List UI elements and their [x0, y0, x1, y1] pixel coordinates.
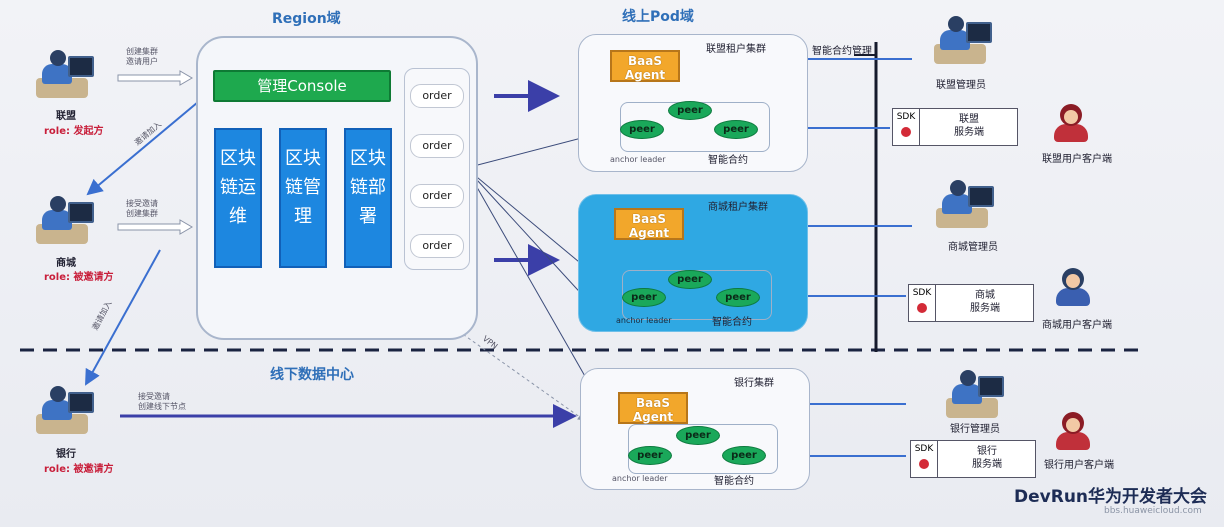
smart-contract-label: 智能合约	[708, 155, 748, 166]
order-node: order	[410, 184, 464, 208]
peer-node: peer	[714, 120, 758, 139]
contract-mgmt-label: 智能合约管理	[812, 46, 872, 57]
online-pod-title: 线上Pod域	[622, 9, 694, 25]
alliance-admin-label: 联盟管理员	[936, 80, 986, 91]
mall-person-icon	[36, 196, 96, 246]
alliance-arrow	[117, 70, 193, 86]
alliance-client-label: 联盟用户客户端	[1042, 154, 1112, 165]
peer-node: peer	[722, 446, 766, 465]
invite-bank-arrow	[85, 249, 161, 386]
alliance-sdk-box: SDK 联盟 服务端	[892, 108, 1018, 146]
bank-client-user-icon	[1054, 412, 1094, 452]
mall-role: role: 被邀请方	[44, 272, 114, 283]
alliance-role: role: 发起方	[44, 126, 104, 137]
mall-sdk-box: SDK 商城 服务端	[908, 284, 1034, 322]
watermark-text: bbs.huaweicloud.com	[1104, 506, 1202, 516]
bank-cluster-name: 银行集群	[734, 378, 774, 389]
mall-name: 商城	[56, 258, 76, 269]
peer-node: peer	[668, 101, 712, 120]
order-node: order	[410, 134, 464, 158]
bank-role: role: 被邀请方	[44, 464, 114, 475]
invite-mall-arrow	[86, 91, 211, 196]
order-node: order	[410, 84, 464, 108]
peer-node: peer	[622, 288, 666, 307]
alliance-action: 创建集群 邀请用户	[126, 47, 158, 66]
management-console[interactable]: 管理Console	[213, 70, 391, 102]
mall-client-user-icon	[1054, 268, 1094, 308]
alliance-admin-icon	[934, 16, 994, 66]
mall-action: 接受邀请 创建集群	[126, 199, 158, 218]
peer-node: peer	[620, 120, 664, 139]
bank-sdk-box: SDK 银行 服务端	[910, 440, 1036, 478]
anchor-leader-label: anchor leader	[610, 155, 666, 164]
smart-contract-label: 智能合约	[714, 476, 754, 487]
offline-dc-title: 线下数据中心	[270, 367, 354, 383]
mall-client-label: 商城用户客户端	[1042, 320, 1112, 331]
peer-node: peer	[676, 426, 720, 445]
alliance-cluster-name: 联盟租户集群	[706, 44, 766, 55]
bank-name: 银行	[56, 449, 76, 460]
anchor-leader-label: anchor leader	[616, 316, 672, 325]
mall-admin-label: 商城管理员	[948, 242, 998, 253]
mall-admin-icon	[936, 180, 996, 230]
mall-arrow	[117, 219, 193, 235]
peer-node: peer	[628, 446, 672, 465]
peer-node: peer	[716, 288, 760, 307]
blockchain-mgmt-block: 区块链管理	[279, 128, 327, 268]
region-title: Region域	[272, 11, 341, 27]
mall-cluster-name: 商城租户集群	[708, 202, 768, 213]
alliance-person-icon	[36, 50, 96, 100]
anchor-leader-label: anchor leader	[612, 474, 668, 483]
peer-node: peer	[668, 270, 712, 289]
blockchain-deploy-block: 区块链部署	[344, 128, 392, 268]
blockchain-ops-block: 区块链运维	[214, 128, 262, 268]
bank-client-label: 银行用户客户端	[1044, 460, 1114, 471]
alliance-name: 联盟	[56, 111, 76, 122]
bank-admin-icon	[946, 370, 1006, 420]
brand-logo: DevRun华为开发者大会	[1014, 487, 1208, 507]
order-node: order	[410, 234, 464, 258]
bank-peer-group	[628, 424, 778, 474]
smart-contract-label: 智能合约	[712, 317, 752, 328]
bank-action: 接受邀请 创建线下节点	[138, 392, 186, 411]
bank-person-icon	[36, 386, 96, 436]
bank-admin-label: 银行管理员	[950, 424, 1000, 435]
alliance-client-user-icon	[1052, 104, 1092, 144]
